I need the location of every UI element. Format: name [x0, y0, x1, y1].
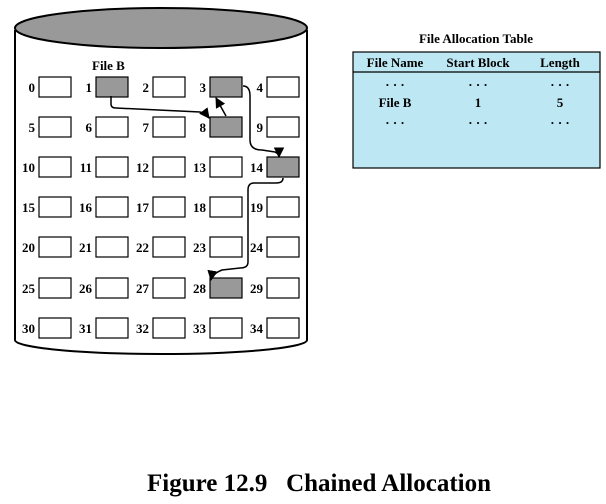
fat-header-file-name: File Name	[367, 55, 424, 70]
block-number-14: 14	[250, 160, 264, 175]
block-number-5: 5	[29, 120, 36, 135]
disk-cylinder	[14, 7, 308, 355]
disk-block-29	[266, 277, 300, 299]
block-number-28: 28	[193, 281, 207, 296]
fat-cell: · · ·	[550, 115, 570, 130]
fat-cell: · · ·	[385, 115, 405, 130]
disk-block-9	[266, 116, 300, 138]
fat-cell: 1	[475, 95, 482, 110]
block-number-31: 31	[79, 321, 92, 336]
block-number-27: 27	[136, 281, 150, 296]
figure-caption: Figure 12.9 Chained Allocation	[147, 470, 491, 497]
block-number-30: 30	[22, 321, 35, 336]
chain-arrow-3-to-14	[242, 85, 285, 159]
fat-cell: · · ·	[550, 77, 570, 92]
disk-block-11	[95, 156, 129, 178]
disk-block-6	[95, 116, 129, 138]
disk-block-0	[38, 76, 72, 98]
block-number-8: 8	[200, 120, 207, 135]
fat-cell: File B	[379, 95, 412, 110]
block-number-12: 12	[136, 160, 149, 175]
block-number-25: 25	[22, 281, 36, 296]
disk-block-24	[266, 236, 300, 258]
block-number-24: 24	[250, 240, 264, 255]
fat-cell: · · ·	[468, 115, 488, 130]
block-number-7: 7	[143, 120, 150, 135]
block-number-18: 18	[193, 200, 207, 215]
disk-block-32	[152, 317, 186, 339]
disk-block-10	[38, 156, 72, 178]
disk-block-22	[152, 236, 186, 258]
chain-arrows	[110, 85, 285, 282]
disk-block-19	[266, 196, 300, 218]
block-number-16: 16	[79, 200, 93, 215]
block-number-15: 15	[22, 200, 36, 215]
block-number-9: 9	[257, 120, 264, 135]
block-number-3: 3	[200, 80, 207, 95]
disk-block-13	[209, 156, 243, 178]
block-number-26: 26	[79, 281, 93, 296]
disk-block-5	[38, 116, 72, 138]
disk-top	[14, 7, 308, 49]
block-number-33: 33	[193, 321, 207, 336]
block-number-1: 1	[86, 80, 93, 95]
disk-block-25	[38, 277, 72, 299]
disk-block-2	[152, 76, 186, 98]
file-allocation-table: File Allocation Table File Name Start Bl…	[352, 31, 601, 169]
block-number-32: 32	[136, 321, 149, 336]
disk-block-4	[266, 76, 300, 98]
fat-cell: · · ·	[385, 77, 405, 92]
block-number-19: 19	[250, 200, 264, 215]
disk-block-31	[95, 317, 129, 339]
disk-block-30	[38, 317, 72, 339]
disk-block-8	[209, 116, 243, 138]
disk-block-26	[95, 277, 129, 299]
fat-cell: 5	[557, 95, 564, 110]
block-number-29: 29	[250, 281, 264, 296]
block-number-4: 4	[257, 80, 264, 95]
disk-body	[14, 30, 308, 355]
disk-block-34	[266, 317, 300, 339]
block-number-11: 11	[80, 160, 92, 175]
disk-block-17	[152, 196, 186, 218]
block-number-6: 6	[86, 120, 93, 135]
disk-block-33	[209, 317, 243, 339]
disk-block-23	[209, 236, 243, 258]
file-b-label: File B	[92, 58, 125, 73]
disk-block-14	[266, 156, 300, 178]
block-number-13: 13	[193, 160, 207, 175]
disk-block-7	[152, 116, 186, 138]
disk-block-1	[95, 76, 129, 98]
block-number-2: 2	[143, 80, 150, 95]
fat-header-length: Length	[540, 55, 581, 70]
fat-cell: · · ·	[468, 77, 488, 92]
block-number-0: 0	[29, 80, 36, 95]
block-number-17: 17	[136, 200, 150, 215]
disk-block-21	[95, 236, 129, 258]
block-number-21: 21	[79, 240, 92, 255]
block-number-10: 10	[22, 160, 35, 175]
chain-arrow-14-to-28	[207, 177, 284, 282]
chain-arrow-1-to-8	[110, 96, 210, 119]
fat-header-start-block: Start Block	[446, 55, 510, 70]
fat-title: File Allocation Table	[419, 31, 533, 46]
disk-block-16	[95, 196, 129, 218]
chain-arrow-8-to-3	[215, 97, 227, 117]
disk-block-3	[209, 76, 243, 98]
block-number-34: 34	[250, 321, 264, 336]
disk-block-27	[152, 277, 186, 299]
block-number-20: 20	[22, 240, 35, 255]
fat-box	[352, 51, 601, 169]
block-number-23: 23	[193, 240, 207, 255]
disk-block-28	[209, 277, 243, 299]
disk-block-15	[38, 196, 72, 218]
disk-block-12	[152, 156, 186, 178]
disk-block-20	[38, 236, 72, 258]
disk-block-18	[209, 196, 243, 218]
block-number-22: 22	[136, 240, 149, 255]
